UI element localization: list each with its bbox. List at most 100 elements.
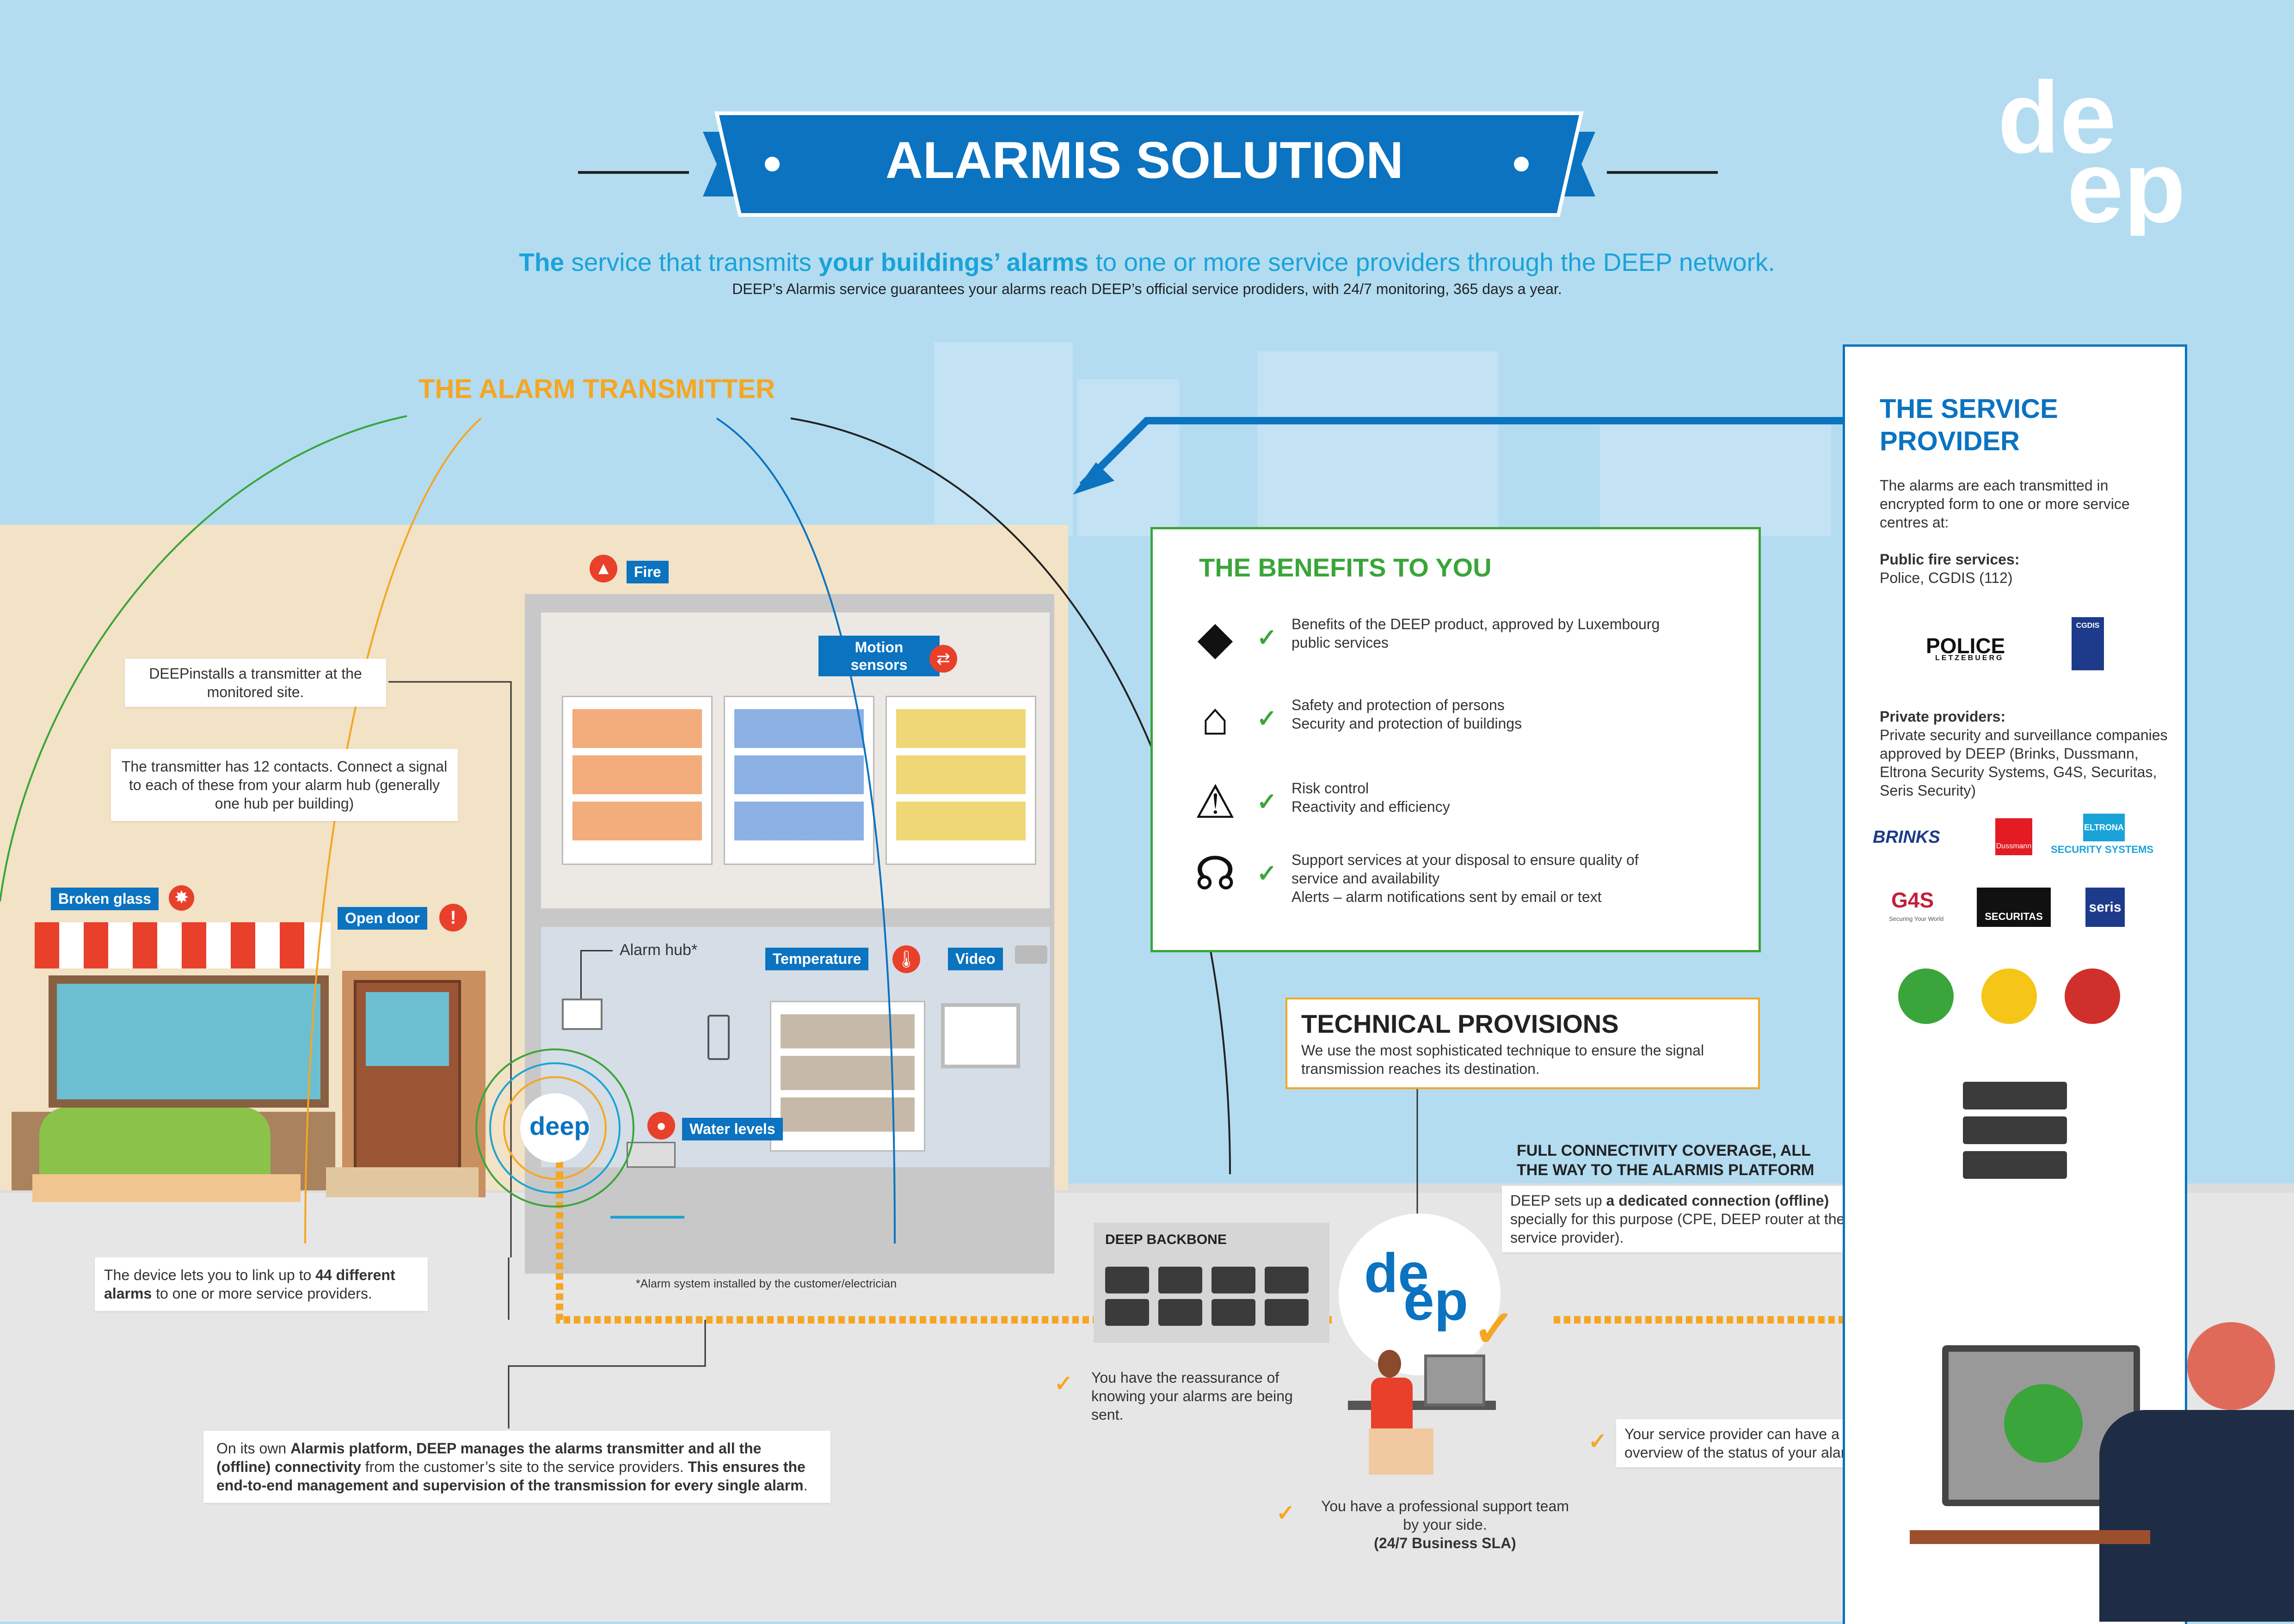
drinks-shelf bbox=[724, 696, 874, 865]
tagline: The service that transmits your building… bbox=[519, 248, 1775, 276]
benefits-panel: THE BENEFITS TO YOU ◆✓Benefits of the DE… bbox=[1150, 527, 1761, 952]
awning bbox=[35, 922, 331, 968]
g4s-logo: G4S bbox=[1891, 888, 1934, 912]
platform-description: On its own Alarmis platform, DEEP manage… bbox=[203, 1431, 830, 1503]
operator-body bbox=[1371, 1378, 1413, 1428]
backbone-label: DEEP BACKBONE bbox=[1105, 1232, 1227, 1247]
transmitter-title: THE ALARM TRANSMITTER bbox=[418, 374, 775, 404]
banner-rule-left bbox=[578, 171, 689, 174]
police-logo: POLICE bbox=[1926, 634, 2005, 658]
planter bbox=[32, 1174, 301, 1202]
operator-legs bbox=[1369, 1428, 1433, 1475]
cgdis-logo: CGDIS bbox=[2072, 617, 2104, 670]
brinks-logo: BRINKS bbox=[1873, 827, 1940, 847]
backbone-server-unit bbox=[1158, 1267, 1202, 1293]
backbone-server-unit bbox=[1265, 1299, 1309, 1326]
yellow-alarm-bell-icon bbox=[1981, 968, 2037, 1024]
door-steps bbox=[326, 1167, 479, 1197]
benefits-title: THE BENEFITS TO YOU bbox=[1199, 553, 1492, 582]
open-door-label: Open door bbox=[338, 907, 427, 930]
operator-head bbox=[1378, 1350, 1401, 1378]
svg-text:ep: ep bbox=[1403, 1270, 1468, 1332]
checkmark-icon: ✓ bbox=[1473, 1300, 1516, 1357]
green-alarm-bell-icon bbox=[1898, 968, 1954, 1024]
operator-body bbox=[2099, 1410, 2294, 1622]
technical-panel: TECHNICAL PROVISIONS We use the most sop… bbox=[1285, 998, 1760, 1089]
temperature-label: Temperature bbox=[765, 948, 869, 970]
video-label: Video bbox=[948, 948, 1003, 970]
eltrona-logo-sub: SECURITY SYSTEMS bbox=[2051, 844, 2154, 855]
eltrona-logo: ELTRONA bbox=[2083, 814, 2125, 841]
subtitle: DEEP’s Alarmis service guarantees your a… bbox=[732, 281, 1562, 297]
house-person-icon: ⌂ bbox=[1201, 693, 1230, 745]
fridge bbox=[770, 1001, 925, 1152]
benefit-check-icon: ✓ bbox=[1257, 705, 1277, 732]
water-waves bbox=[610, 1202, 684, 1219]
provider-server-unit bbox=[1963, 1082, 2067, 1109]
water-levels-label: Water levels bbox=[682, 1118, 783, 1140]
fire-label: Fire bbox=[627, 561, 669, 583]
shop-window bbox=[49, 975, 329, 1108]
monitor bbox=[1424, 1354, 1485, 1406]
broken-glass-icon: ✸ bbox=[169, 885, 194, 911]
reassurance-2: You have a professional support team by … bbox=[1321, 1498, 1569, 1551]
svg-text:de: de bbox=[1998, 61, 2116, 174]
deep-platform-circle bbox=[1339, 1213, 1501, 1375]
alarm-hub-label: Alarm hub* bbox=[620, 941, 698, 959]
deep-transmitter: deep bbox=[475, 1048, 634, 1207]
provider-server-unit bbox=[1963, 1151, 2067, 1179]
alarm-hub-box bbox=[562, 999, 603, 1030]
sensor-device bbox=[707, 1015, 730, 1060]
provider-desk bbox=[1910, 1530, 2150, 1544]
connector-line bbox=[580, 950, 613, 951]
svg-text:de: de bbox=[1364, 1244, 1429, 1304]
backbone-server-unit bbox=[1212, 1267, 1255, 1293]
headset-icon: ☊ bbox=[1194, 848, 1236, 900]
police-logo-sub: LETZEBUERG bbox=[1935, 654, 2004, 662]
reassurance-check-2: ✓ bbox=[1276, 1501, 1295, 1526]
radiator bbox=[627, 1142, 676, 1168]
banner-rule-right bbox=[1607, 171, 1718, 174]
private-text: Private security and surveillance compan… bbox=[1880, 727, 2168, 799]
operator-head bbox=[2187, 1322, 2275, 1410]
goods-shelf bbox=[886, 696, 1036, 865]
page-title: ALARMIS SOLUTION bbox=[886, 131, 1403, 189]
monitor-alarm-bell-icon bbox=[2004, 1384, 2083, 1463]
transmitter-note-capacity: The device lets you to link up to 44 dif… bbox=[95, 1257, 428, 1311]
benefit-text: Support services at your disposal to ens… bbox=[1292, 852, 1639, 905]
provider-intro: The alarms are each transmitted in encry… bbox=[1880, 477, 2130, 531]
securitas-logo: SECURITAS bbox=[1977, 888, 2051, 927]
g4s-logo-sub: Securing Your World bbox=[1889, 915, 1944, 922]
window bbox=[941, 1003, 1020, 1068]
private-title: Private providers: bbox=[1880, 708, 2006, 725]
deep-platform-logo: de ep bbox=[1364, 1244, 1468, 1332]
seris-logo: seris bbox=[2085, 888, 2125, 927]
bushes bbox=[39, 1107, 271, 1177]
provider-server-unit bbox=[1963, 1116, 2067, 1144]
alarm-footnote: *Alarm system installed by the customer/… bbox=[636, 1277, 897, 1290]
reassurance-check-1: ✓ bbox=[1054, 1372, 1073, 1396]
city-silhouette bbox=[1077, 379, 1179, 536]
reassurance-check-3: ✓ bbox=[1588, 1429, 1607, 1454]
motion-icon: ⇄ bbox=[929, 645, 957, 673]
broken-glass-label: Broken glass bbox=[51, 888, 159, 910]
svg-text:ep: ep bbox=[2067, 130, 2186, 236]
connector-line bbox=[580, 950, 582, 999]
produce-shelf bbox=[562, 696, 713, 865]
motion-sensors-label: Motion sensors bbox=[818, 636, 940, 676]
benefit-check-icon: ✓ bbox=[1257, 625, 1277, 651]
backbone-server-unit bbox=[1265, 1267, 1309, 1293]
backbone-server-unit bbox=[1158, 1299, 1202, 1326]
shop-door bbox=[354, 980, 461, 1175]
backbone-server-unit bbox=[1212, 1299, 1255, 1326]
deep-logo: de ep bbox=[1998, 61, 2186, 236]
technical-text: We use the most sophisticated technique … bbox=[1301, 1042, 1704, 1077]
city-silhouette bbox=[934, 342, 1073, 536]
city-silhouette bbox=[1600, 416, 1831, 536]
connectivity-text: DEEP sets up a dedicated connection (off… bbox=[1502, 1186, 1898, 1252]
technical-title: TECHNICAL PROVISIONS bbox=[1301, 1009, 1619, 1038]
dussmann-logo: Dussmann bbox=[1995, 818, 2032, 855]
public-title: Public fire services: bbox=[1880, 551, 2020, 568]
